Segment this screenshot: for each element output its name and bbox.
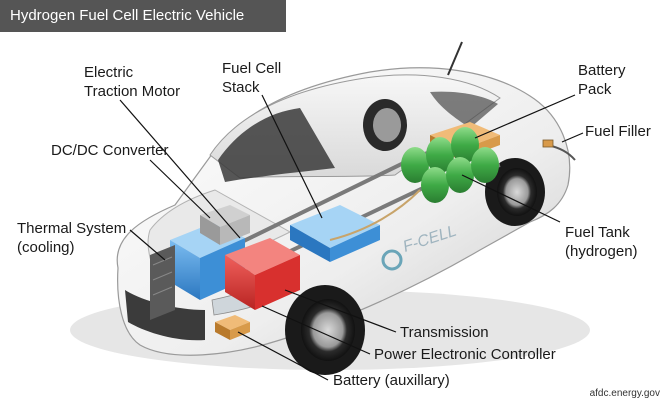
fuel-cell-stack-shape xyxy=(290,205,380,262)
label-stack-line2: Stack xyxy=(222,79,260,96)
label-fuel-tank-line1: Fuel Tank xyxy=(565,224,630,241)
hydrogen-line xyxy=(329,189,421,241)
label-battery-pack: Battery Pack xyxy=(578,61,626,99)
label-fuel-filler: Fuel Filler xyxy=(585,123,651,140)
label-power-electronic-controller: Power Electronic Controller xyxy=(374,346,556,363)
front-wheel xyxy=(285,285,365,375)
radiator-shape xyxy=(150,245,175,320)
leader-pec xyxy=(261,305,371,355)
label-transmission: Transmission xyxy=(400,324,489,341)
leader-fuel-tank xyxy=(461,174,561,223)
label-thermal-line2: (cooling) xyxy=(17,239,75,256)
label-thermal-system: Thermal System (cooling) xyxy=(17,219,126,257)
rear-wheel xyxy=(485,158,545,226)
traction-motor-shape xyxy=(225,238,300,310)
title-bar: Hydrogen Fuel Cell Electric Vehicle xyxy=(0,0,286,32)
leader-dcdc xyxy=(149,159,211,219)
label-thermal-line1: Thermal System xyxy=(17,220,127,237)
dcdc-converter-shape xyxy=(200,205,250,245)
label-motor-line2: Traction Motor xyxy=(84,83,181,100)
leader-motor xyxy=(119,99,241,239)
leader-transmission xyxy=(284,289,397,333)
label-fuel-tank: Fuel Tank (hydrogen) xyxy=(565,223,638,261)
label-battery-pack-line1: Battery xyxy=(578,62,626,79)
source-credit: afdc.energy.gov xyxy=(589,388,660,399)
leader-battery-pack xyxy=(474,94,576,139)
label-battery-pack-line2: Pack xyxy=(578,81,612,98)
aux-battery-shape xyxy=(215,315,250,340)
label-battery-auxillary: Battery (auxillary) xyxy=(333,372,450,389)
leader-fuel-filler xyxy=(561,132,584,143)
rear-left-wheel xyxy=(363,99,407,151)
label-electric-traction-motor: Electric Traction Motor xyxy=(84,63,180,101)
leader-battery-aux xyxy=(237,331,329,381)
leader-lines xyxy=(119,94,584,381)
windshield xyxy=(218,108,335,182)
fuel-tanks-shape xyxy=(401,127,499,203)
front-grille xyxy=(125,290,205,341)
leader-thermal xyxy=(129,229,166,261)
fuel-filler-shape xyxy=(542,139,576,161)
label-stack-line1: Fuel Cell xyxy=(222,60,282,77)
label-fuel-cell-stack: Fuel Cell Stack xyxy=(222,59,281,97)
leader-stack xyxy=(261,94,323,219)
label-dcdc-converter: DC/DC Converter xyxy=(51,142,169,159)
rear-window xyxy=(430,91,498,128)
label-fuel-tank-line2: (hydrogen) xyxy=(565,243,638,260)
diagram-title: Hydrogen Fuel Cell Electric Vehicle xyxy=(10,7,245,24)
label-motor-line1: Electric xyxy=(84,64,134,81)
antenna xyxy=(447,41,463,76)
